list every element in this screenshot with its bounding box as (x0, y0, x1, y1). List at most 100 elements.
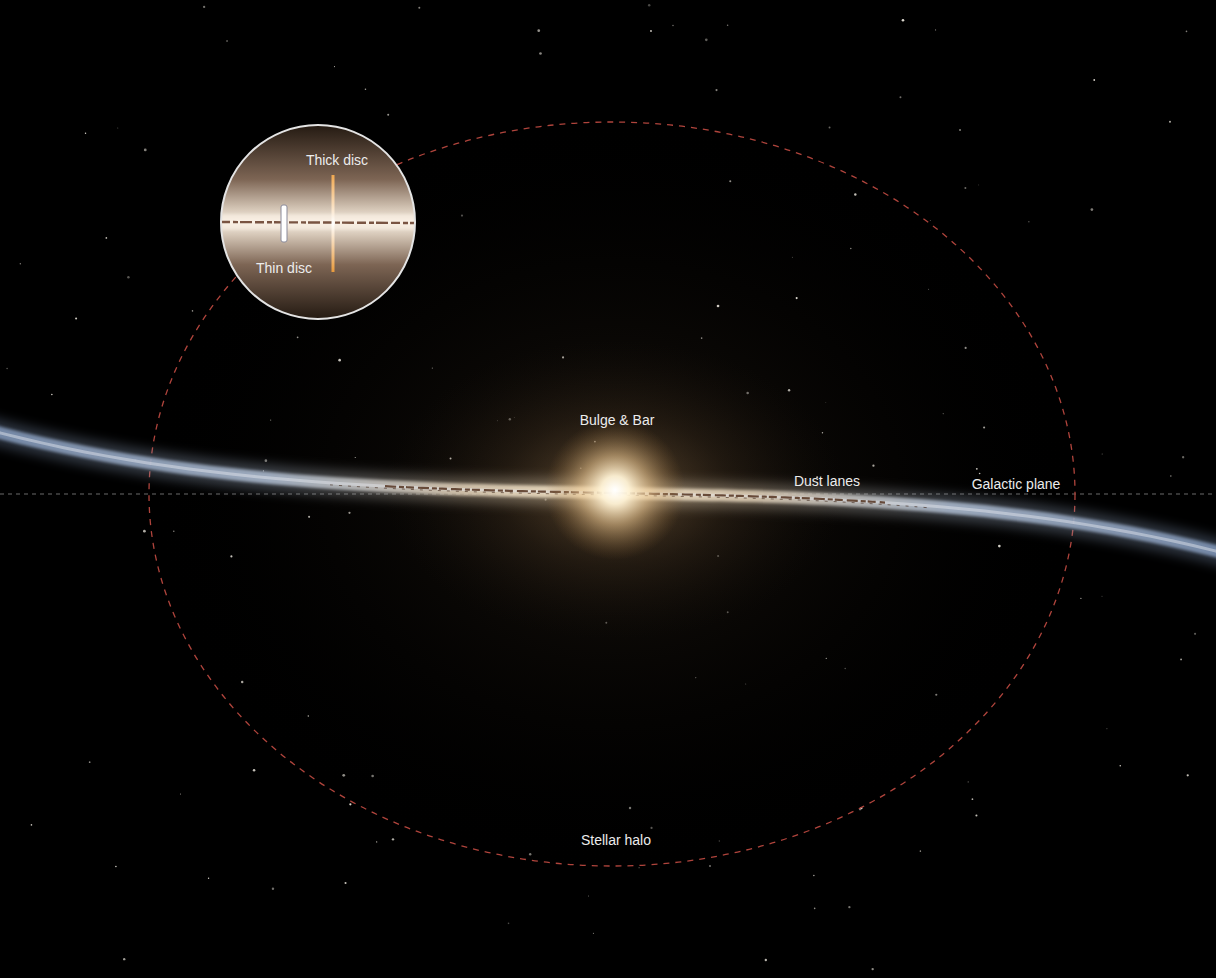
thin-disc-marker (281, 205, 287, 242)
star-dot (418, 7, 420, 9)
thick-disc-marker (332, 175, 335, 272)
star-dot (1169, 121, 1171, 123)
star-dot (872, 465, 874, 467)
star-dot (371, 775, 374, 778)
star-dot (902, 19, 905, 22)
star-dot (629, 807, 631, 809)
part-label: Bulge & Bar (578, 412, 657, 428)
star-dot (31, 824, 33, 826)
star-dot (942, 413, 944, 415)
part-label: Dust lanes (792, 473, 862, 489)
star-dot (308, 715, 309, 716)
star-dot (1101, 595, 1103, 597)
star-dot (829, 127, 831, 129)
star-dot (461, 214, 463, 216)
star-dot (928, 289, 929, 290)
star-dot (825, 401, 827, 403)
star-dot (127, 276, 129, 278)
star-dot (719, 840, 720, 841)
star-dot (115, 866, 117, 868)
star-dot (355, 457, 356, 458)
star-dot (850, 248, 852, 250)
label-anchor: Stellar halo (579, 832, 653, 848)
star-dot (376, 841, 377, 842)
star-dot (672, 25, 673, 26)
star-dot (192, 310, 194, 312)
star-dot (968, 781, 969, 782)
star-dot (253, 769, 256, 772)
star-dot (765, 959, 767, 961)
star-dot (51, 394, 53, 396)
star-dot (308, 516, 310, 518)
star-dot (203, 6, 205, 8)
star-dot (848, 906, 850, 908)
inset-disc-band (221, 214, 415, 230)
star-dot (593, 933, 594, 934)
star-dot (638, 867, 639, 868)
star-dot (85, 133, 86, 134)
part-label: Stellar halo (579, 832, 653, 848)
star-dot (537, 29, 540, 32)
inset-background (221, 125, 415, 319)
star-dot (650, 827, 652, 829)
star-dot (998, 545, 1001, 548)
star-dot (230, 555, 232, 557)
star-dot (745, 683, 747, 685)
star-dot (648, 4, 650, 6)
star-dot (1028, 221, 1029, 222)
star-dot (813, 875, 814, 876)
star-dot (1080, 598, 1081, 599)
star-dot (265, 459, 268, 462)
part-label: Galactic plane (970, 476, 1063, 492)
star-dot (588, 895, 590, 897)
star-dot (539, 52, 542, 55)
star-dot (1180, 659, 1182, 661)
star-dot (123, 958, 125, 960)
star-dot (1093, 79, 1095, 81)
star-dot (695, 677, 697, 679)
star-dot (964, 187, 966, 189)
star-dot (826, 658, 827, 659)
inset-dust-lane (221, 222, 415, 223)
star-dot (979, 473, 981, 475)
star-dot (508, 922, 510, 924)
label-anchor: Dust lanes (792, 473, 862, 489)
star-dot (965, 347, 967, 349)
star-dot (871, 968, 873, 970)
star-dot (144, 149, 147, 152)
star-dot (717, 305, 720, 308)
star-dot (978, 184, 980, 186)
star-dot (105, 237, 107, 239)
star-dot (1101, 453, 1103, 455)
star-dot (729, 180, 731, 182)
label-anchor: Bulge & Bar (578, 412, 657, 428)
star-dot (392, 838, 394, 840)
star-dot (983, 427, 985, 429)
star-dot (365, 89, 367, 91)
label-anchor: Galactic plane (970, 476, 1063, 492)
star-dot (270, 419, 271, 420)
star-dot (792, 257, 793, 258)
star-dot (1091, 208, 1094, 211)
star-dot (727, 24, 729, 26)
star-dot (844, 668, 845, 669)
part-label: Thin disc (254, 260, 314, 276)
label-anchor: Thick disc (304, 152, 370, 168)
star-dot (75, 318, 77, 320)
star-dot (344, 882, 346, 884)
star-dot (1182, 456, 1184, 458)
star-dot (709, 865, 711, 867)
star-dot (935, 694, 937, 696)
star-field (6, 4, 1196, 970)
bulge-core (545, 420, 685, 560)
star-dot (705, 38, 708, 41)
star-dot (972, 798, 974, 800)
star-dot (814, 908, 816, 910)
part-label: Thick disc (304, 152, 370, 168)
star-dot (342, 774, 345, 777)
star-dot (1119, 765, 1121, 767)
star-dot (529, 853, 531, 855)
